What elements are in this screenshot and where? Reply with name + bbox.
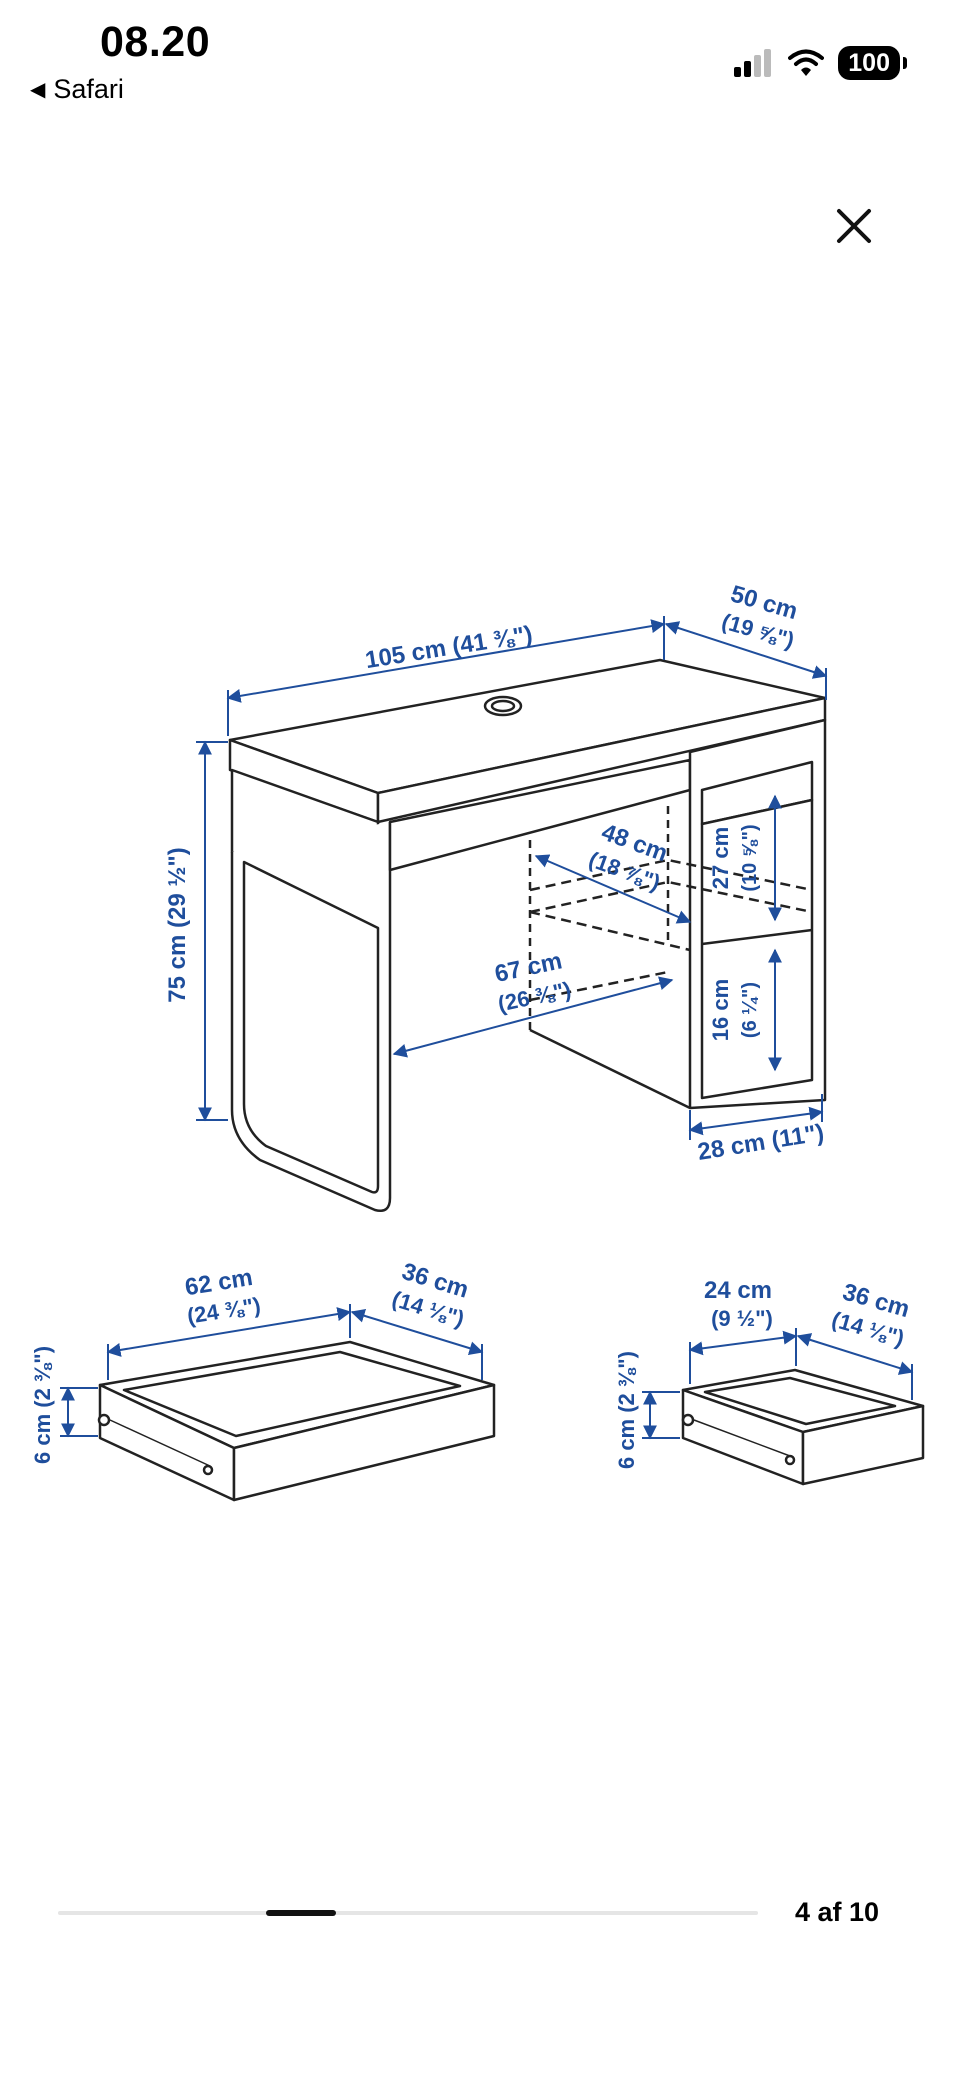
cellular-signal-icon xyxy=(734,49,772,77)
wifi-icon xyxy=(788,49,825,76)
desk-width-label: 105 cm (41 ⅜") xyxy=(363,621,534,674)
back-label: Safari xyxy=(53,74,124,104)
battery-icon: 100 xyxy=(838,46,907,80)
small-drawer-drawing xyxy=(681,1368,925,1486)
back-to-safari-button[interactable]: ◀ Safari xyxy=(30,74,124,105)
status-icons: 100 xyxy=(734,46,907,80)
upper-height-cm-label: 27 cm xyxy=(708,827,733,889)
product-dimension-drawing: 105 cm (41 ⅜") 50 cm (19 ⅝") 75 cm (29 ½… xyxy=(30,580,925,1502)
small-drawer-width-in-label: (9 ½") xyxy=(711,1306,773,1331)
status-bar: 08.20 ◀ Safari 100 xyxy=(0,0,960,120)
clock: 08.20 xyxy=(100,18,211,66)
lower-height-cm-label: 16 cm xyxy=(708,979,733,1041)
large-drawer-height-label: 6 cm (2 ⅜") xyxy=(30,1346,55,1464)
gallery-progress-track[interactable] xyxy=(58,1910,758,1916)
large-drawer-dimension-lines xyxy=(60,1304,484,1438)
gallery-page-counter: 4 af 10 xyxy=(795,1897,880,1927)
desk-drawing xyxy=(228,658,827,1212)
close-icon xyxy=(837,209,871,243)
desk-dimension-lines xyxy=(196,616,828,1140)
upper-height-in-label: (10 ⅝") xyxy=(739,824,761,891)
small-drawer-width-cm-label: 24 cm xyxy=(704,1277,772,1304)
back-triangle-icon: ◀ xyxy=(30,79,46,101)
small-drawer-dimension-lines xyxy=(642,1328,914,1440)
small-drawer-height-label: 6 cm (2 ⅜") xyxy=(614,1351,639,1469)
close-button[interactable] xyxy=(826,198,882,254)
desk-height-label: 75 cm (29 ½") xyxy=(164,847,191,1002)
gallery-progress-indicator[interactable] xyxy=(266,1910,336,1916)
large-drawer-drawing xyxy=(97,1340,496,1502)
lower-height-in-label: (6 ¼") xyxy=(739,982,761,1038)
